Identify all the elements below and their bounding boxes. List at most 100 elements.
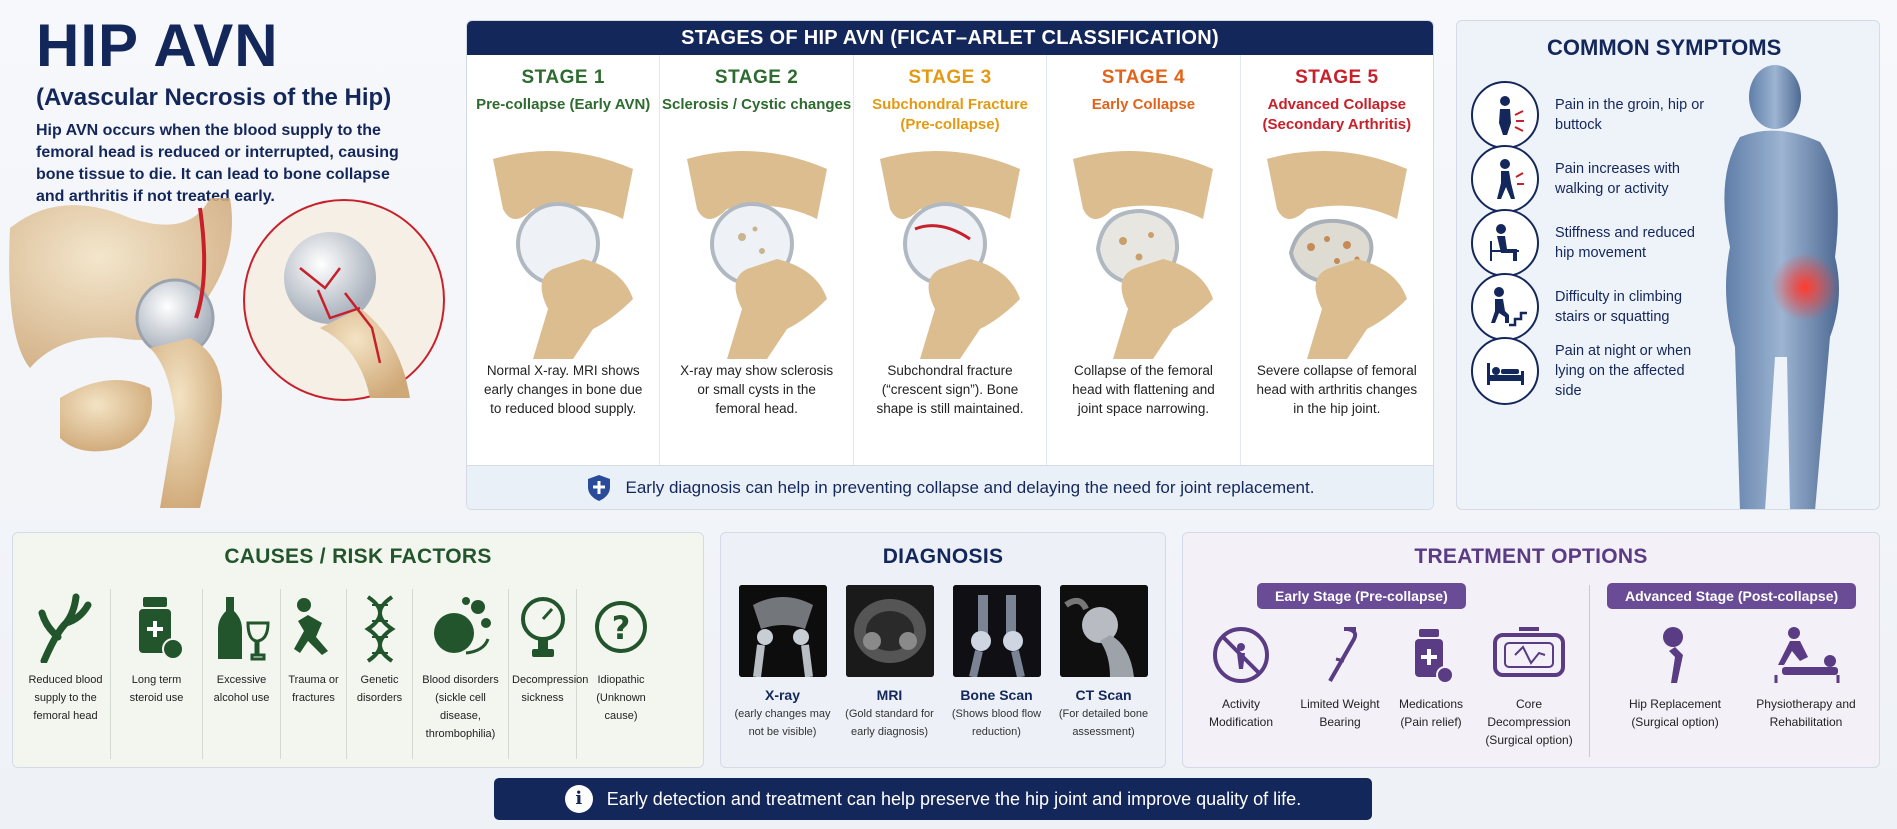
diagnosis-note: (For detailed bone assessment) <box>1058 708 1149 738</box>
cause-label: Idiopathic (Unknown cause) <box>596 674 646 722</box>
causes-row: Reduced blood supply to the femoral head… <box>21 589 695 759</box>
stage-name: Pre-collapse (Early AVN) <box>476 96 651 113</box>
xray-image <box>738 585 827 677</box>
symptom-text: Difficulty in climbing stairs or squatti… <box>1555 289 1683 325</box>
question-icon: ? <box>595 601 647 653</box>
sitting-stiffness-icon <box>1471 209 1539 277</box>
stage-number: STAGE 2 <box>714 67 799 88</box>
page-title: HIP AVN <box>36 12 279 79</box>
bone-scan-image <box>952 585 1041 677</box>
stages-footer: Early diagnosis can help in preventing c… <box>467 465 1433 509</box>
walking-icon <box>1471 145 1539 213</box>
hip-implant-icon <box>1663 627 1683 683</box>
diagnosis-item: Bone Scan (Shows blood flow reduction) <box>949 585 1045 741</box>
cause-label: Excessive alcohol use <box>213 674 270 704</box>
cause-label: Reduced blood supply to the femoral head <box>28 674 103 722</box>
treatment-item: Hip Replacement (Surgical option) <box>1615 625 1735 731</box>
intro-description: Hip AVN occurs when the blood supply to … <box>36 122 399 205</box>
blood-cells-icon <box>433 597 491 655</box>
cause-item: Excessive alcohol use <box>203 589 281 759</box>
svg-text:?: ? <box>612 609 631 647</box>
cause-item: Blood disorders (sickle cell disease, th… <box>413 589 509 759</box>
stage-5-femur-illustration <box>1266 151 1407 359</box>
alcohol-icon <box>217 597 270 661</box>
treatment-item: Physiotherapy and Rehabilitation <box>1743 625 1869 731</box>
diagnosis-note: (early changes may not be visible) <box>734 708 831 738</box>
diagnosis-name: CT Scan <box>1075 687 1132 703</box>
diagnosis-title: DIAGNOSIS <box>882 545 1004 568</box>
cause-item: Trauma or fractures <box>281 589 347 759</box>
banner-text: Early detection and treatment can help p… <box>606 788 1302 809</box>
stage-number: STAGE 1 <box>521 67 605 88</box>
stage-name: Early Collapse <box>1091 96 1196 113</box>
symptom-text: Stiffness and reduced hip movement <box>1555 225 1695 261</box>
stages-footer-text: Early diagnosis can help in preventing c… <box>625 477 1315 497</box>
stages-panel: STAGES OF HIP AVN (FICAT–ARLET CLASSIFIC… <box>466 20 1434 510</box>
treatment-label: Hip Replacement (Surgical option) <box>1628 697 1722 729</box>
stage-number: STAGE 4 <box>1101 67 1186 88</box>
bed-icon <box>1471 337 1539 405</box>
no-activity-icon <box>1213 627 1269 683</box>
cause-label: Blood disorders (sickle cell disease, th… <box>422 674 499 740</box>
stage-description: Collapse of the femoral head with flatte… <box>1072 363 1215 416</box>
diagnosis-note: (Gold standard for early diagnosis) <box>845 708 934 738</box>
diagnosis-panel: DIAGNOSIS X-ray (early changes may not b… <box>720 532 1166 768</box>
blood-vessel-icon <box>38 593 91 663</box>
crutch-icon <box>1328 627 1358 682</box>
physiotherapy-icon <box>1774 627 1840 683</box>
symptom-item: Pain at night or when lying on the affec… <box>1471 337 1711 405</box>
fall-icon <box>293 598 328 655</box>
shield-icon <box>587 474 610 501</box>
human-body-illustration <box>1724 65 1839 509</box>
stage-name: Advanced Collapse (Secondary Arthritis) <box>1262 96 1412 133</box>
treatment-label: Physiotherapy and Rehabilitation <box>1756 697 1856 729</box>
diagnosis-name: Bone Scan <box>960 687 1033 703</box>
treatment-label: Core Decompression (Surgical option) <box>1485 697 1573 747</box>
stage-number: STAGE 3 <box>908 67 992 88</box>
core-decompression-icon <box>1493 627 1565 677</box>
causes-title: CAUSES / RISK FACTORS <box>224 545 492 568</box>
symptoms-panel: COMMON SYMPTOMS Pain in the groin, hip o… <box>1456 20 1880 510</box>
diagnosis-name: MRI <box>876 687 903 703</box>
diagnosis-item: X-ray (early changes may not be visible) <box>735 585 831 741</box>
diagnosis-note: (Shows blood flow reduction) <box>951 708 1042 738</box>
treatment-item: Medications (Pain relief) <box>1389 625 1473 731</box>
stage-card: STAGE 5 Advanced Collapse (Secondary Art… <box>1241 55 1433 465</box>
cause-label: Long term steroid use <box>129 674 184 704</box>
medication-icon <box>1415 629 1454 684</box>
cause-item: Long term steroid use <box>111 589 203 759</box>
stage-number: STAGE 5 <box>1295 67 1379 88</box>
treatment-panel: TREATMENT OPTIONS Early Stage (Pre-colla… <box>1182 532 1880 768</box>
treatment-label: Limited Weight Bearing <box>1300 697 1380 729</box>
cause-item: Genetic disorders <box>347 589 413 759</box>
stages-row: STAGE 1 Pre-collapse (Early AVN) Normal … <box>467 55 1433 465</box>
diagnosis-item: MRI (Gold standard for early diagnosis) <box>842 585 938 741</box>
symptom-text: Pain in the groin, hip or buttock <box>1555 97 1705 133</box>
pill-bottle-icon <box>138 597 184 660</box>
stage-description: Normal X-ray. MRI shows early changes in… <box>484 363 643 416</box>
treatment-item: Core Decompression (Surgical option) <box>1475 625 1583 749</box>
stage-name: Sclerosis / Cystic changes <box>661 96 852 113</box>
dna-icon <box>363 595 396 663</box>
stage-4-femur-illustration <box>1073 151 1214 359</box>
stage-card: STAGE 3 Subchondral Fracture (Pre-collap… <box>854 55 1048 465</box>
cause-item: Decompression sickness <box>509 589 588 759</box>
stage-card: STAGE 4 Early Collapse Collapse of the f… <box>1047 55 1241 465</box>
symptom-item: Pain in the groin, hip or buttock <box>1471 81 1711 149</box>
stage-description: Subchondral fracture (“crescent sign”). … <box>876 363 1024 416</box>
stages-header: STAGES OF HIP AVN (FICAT–ARLET CLASSIFIC… <box>467 21 1433 55</box>
symptom-item: Stiffness and reduced hip movement <box>1471 209 1711 277</box>
stage-3-femur-illustration <box>880 151 1021 359</box>
cause-item: ? Idiopathic (Unknown cause) <box>577 589 665 759</box>
stairs-icon <box>1471 273 1539 341</box>
stage-description: X-ray may show sclerosis or small cysts … <box>680 363 834 416</box>
page-subtitle: (Avascular Necrosis of the Hip) <box>36 84 392 111</box>
causes-panel: CAUSES / RISK FACTORS Reduced blood supp… <box>12 532 704 768</box>
treatment-label: Medications (Pain relief) <box>1398 697 1464 729</box>
treatment-title: TREATMENT OPTIONS <box>1414 545 1648 568</box>
cause-label: Genetic disorders <box>356 674 403 704</box>
stage-card: STAGE 2 Sclerosis / Cystic changes X-ray… <box>660 55 854 465</box>
hip-anatomy-illustration <box>9 198 445 508</box>
advanced-stage-tag: Advanced Stage (Post-collapse) <box>1607 583 1857 609</box>
